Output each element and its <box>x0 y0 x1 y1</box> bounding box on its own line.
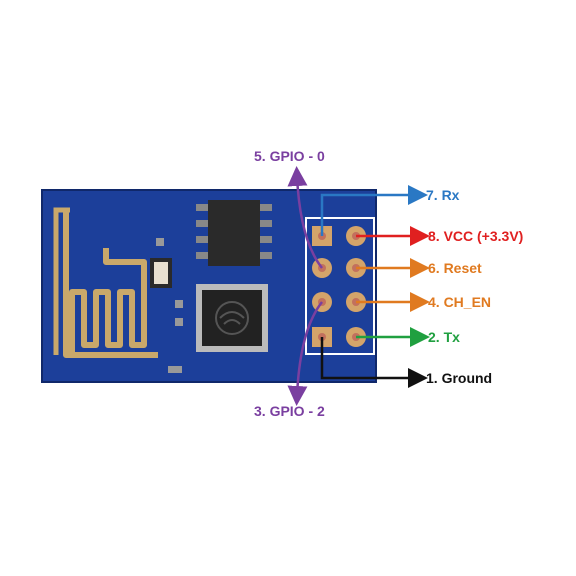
smd-pad <box>156 238 164 246</box>
board-edge <box>41 189 377 383</box>
leader-ground <box>320 337 428 388</box>
smd-pad <box>168 366 182 373</box>
label-rx: 7. Rx <box>426 187 460 203</box>
leader-rx <box>320 185 428 236</box>
leader-gpio0 <box>287 166 323 269</box>
label-ch-en: 4. CH_EN <box>428 294 491 310</box>
espressif-logo-icon <box>215 301 249 335</box>
esp8266-chip <box>196 284 268 352</box>
pin-labels: 5. GPIO - 0 3. GPIO - 2 7. Rx 8. VCC (+3… <box>254 148 523 419</box>
antenna-feed <box>53 207 70 355</box>
antenna-trace <box>63 212 158 358</box>
label-tx: 2. Tx <box>428 329 460 345</box>
smd-pad <box>175 300 183 308</box>
pcb-board <box>41 189 377 383</box>
led <box>154 262 168 284</box>
label-vcc: 8. VCC (+3.3V) <box>428 228 523 244</box>
label-gpio2: 3. GPIO - 2 <box>254 403 325 419</box>
leader-lines <box>287 166 430 406</box>
smd-pad <box>175 318 183 326</box>
leader-gpio2 <box>287 301 323 406</box>
label-ground: 1. Ground <box>426 370 492 386</box>
label-gpio0: 5. GPIO - 0 <box>254 148 325 164</box>
pin-header-outline <box>305 217 375 355</box>
label-reset: 6. Reset <box>428 260 482 276</box>
flash-chip <box>196 200 272 266</box>
